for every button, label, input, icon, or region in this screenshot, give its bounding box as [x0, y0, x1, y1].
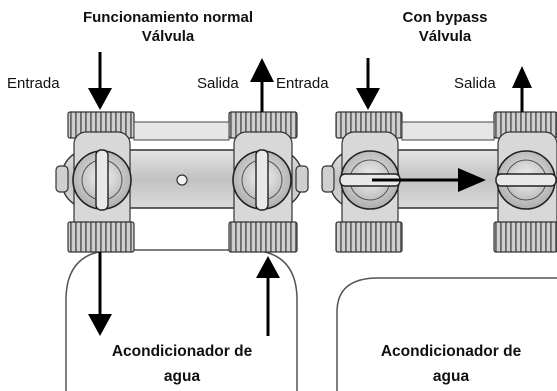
outlet-arrow-right — [512, 66, 532, 88]
left-inlet-label: Entrada — [7, 75, 60, 92]
inlet-dial-handle-left — [95, 149, 109, 211]
right-inlet-label: Entrada — [276, 75, 329, 92]
outlet-arrow-left — [250, 58, 274, 82]
inlet-arrow-left — [88, 88, 112, 110]
into-tank-arrow-left — [88, 314, 112, 336]
from-tank-arrow-left — [256, 256, 280, 278]
left-outlet-label: Salida — [197, 75, 239, 92]
outlet-bottom-cap-left — [228, 221, 298, 253]
left-panel-title: Funcionamiento normal Válvula — [82, 9, 253, 45]
bypass-arrow-right — [458, 168, 486, 192]
right-panel — [321, 58, 557, 391]
right-tank-label: Acondicionador de agua — [380, 343, 522, 385]
left-tank-label: Acondicionador de agua — [111, 343, 253, 385]
outlet-dial-handle-right — [495, 173, 557, 187]
water-softener-tank-left — [65, 249, 298, 391]
outlet-bottom-cap-right — [493, 221, 557, 253]
inlet-bottom-cap-right — [335, 221, 403, 253]
right-panel-title: Con bypass Válvula — [402, 9, 488, 45]
inlet-arrow-right — [356, 88, 380, 110]
inlet-bottom-cap-left — [67, 221, 135, 253]
right-outlet-label: Salida — [454, 75, 496, 92]
water-softener-tank-right — [336, 277, 557, 391]
valve-assembly-right — [321, 111, 557, 253]
outlet-dial-handle-left — [255, 149, 269, 211]
flow-arrows-left — [88, 52, 280, 336]
left-panel — [55, 52, 309, 391]
flow-arrows-right — [356, 58, 532, 192]
valve-assembly-left — [55, 111, 309, 253]
